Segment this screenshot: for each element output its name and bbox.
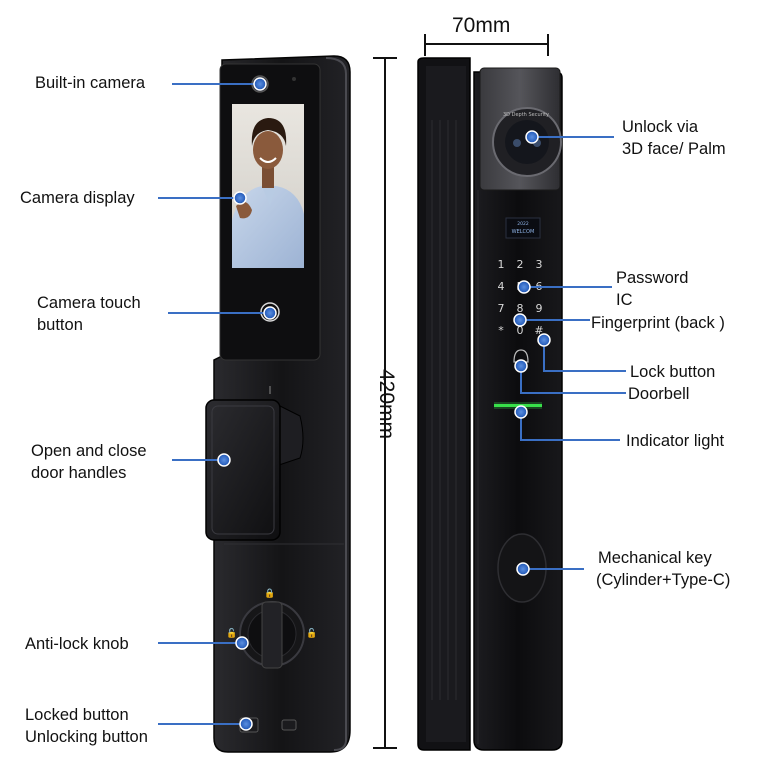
label-handles-1: Open and close [31, 442, 147, 460]
label-unlock-1: Unlock via [622, 118, 699, 136]
width-dimension: 70mm [452, 14, 511, 37]
keypad-key: # [534, 324, 543, 337]
label-camera-display: Camera display [20, 189, 135, 207]
label-mechanical-key-1: Mechanical key [598, 549, 712, 567]
camera-module-text: 3D Depth Security [503, 112, 549, 118]
keypad-key: 3 [536, 258, 543, 271]
label-unlock-2: 3D face/ Palm [622, 140, 726, 158]
label-unlocking-button: Unlocking button [25, 728, 148, 746]
person-photo [232, 118, 304, 268]
keypad-key: 0 [517, 324, 524, 337]
door-handle [205, 399, 304, 541]
keypad-key: 1 [498, 258, 505, 271]
label-doorbell: Doorbell [628, 385, 690, 403]
svg-text:🔒: 🔒 [264, 588, 275, 599]
label-mechanical-key-2: (Cylinder+Type-C) [596, 571, 731, 589]
keypad-key: 9 [536, 302, 543, 315]
label-anti-lock-knob: Anti-lock knob [25, 635, 129, 653]
label-camera-touch-2: button [37, 316, 83, 334]
callout-lines [158, 83, 626, 725]
label-password-1: Password [616, 269, 689, 287]
keypad-key: 8 [517, 302, 524, 315]
svg-text:🔓: 🔓 [226, 627, 237, 639]
label-indicator-light: Indicator light [626, 432, 725, 450]
label-handles-2: door handles [31, 464, 127, 482]
label-camera-touch-1: Camera touch [37, 294, 141, 312]
dimension-lines [373, 34, 549, 749]
label-fingerprint: Fingerprint (back ) [591, 314, 725, 332]
right-lock: 3D Depth Security 2022 WELCOM 123456789*… [417, 57, 563, 751]
height-dimension: 420mm [375, 368, 398, 440]
anti-lock-knob: 🔒 🔓 🔓 [226, 588, 318, 669]
label-lock-button: Lock button [630, 363, 716, 381]
keypad-key: * [498, 324, 504, 337]
keypad-key: 4 [498, 280, 505, 293]
keypad-key: 7 [498, 302, 505, 315]
screen-text-2: WELCOM [512, 229, 535, 235]
label-password-2: IC [616, 291, 633, 309]
left-lock: 🔒 🔓 🔓 [205, 55, 351, 753]
callout-dots [217, 77, 551, 731]
label-built-in-camera: Built-in camera [35, 74, 146, 92]
screen-text-1: 2022 [517, 221, 529, 227]
keypad-key: 2 [517, 258, 524, 271]
label-locked-button: Locked button [25, 706, 129, 724]
svg-text:🔓: 🔓 [306, 627, 317, 639]
